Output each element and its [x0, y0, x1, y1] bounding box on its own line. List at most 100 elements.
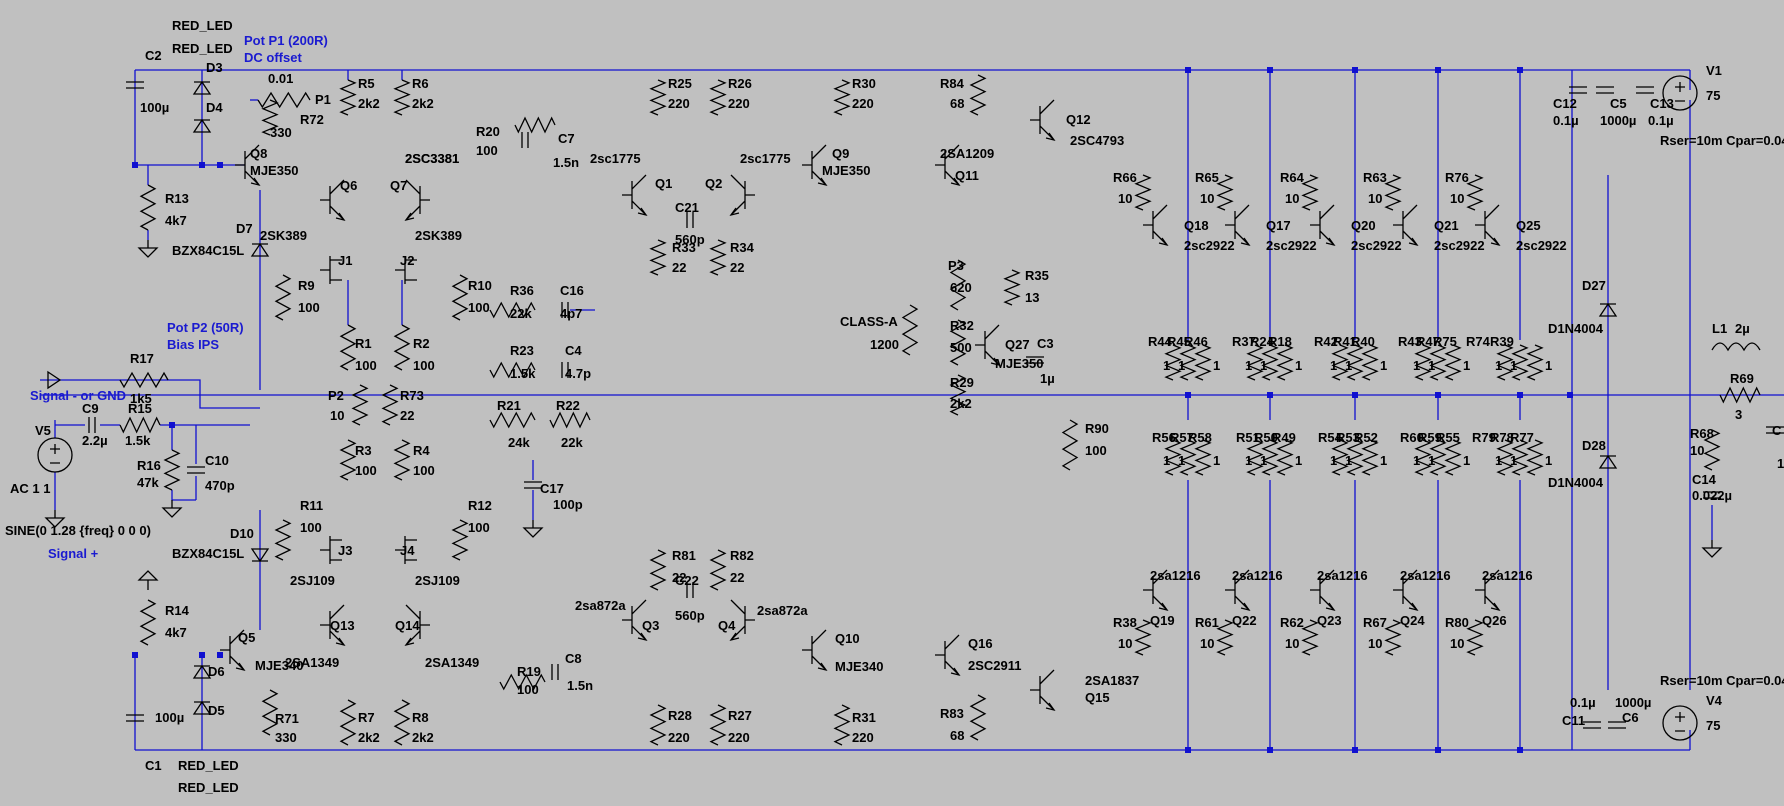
resistor-r3 — [339, 439, 357, 481]
transistor-q12-arrow — [1045, 132, 1056, 142]
label-r36: R36 — [510, 283, 534, 298]
label-r50: R50 — [1254, 430, 1278, 445]
resistor-r11 — [274, 519, 292, 561]
value-r72: 330 — [270, 125, 292, 140]
capacitor-c2 — [126, 81, 144, 89]
voltage-source-v5 — [37, 437, 73, 473]
value-r5: 2k2 — [358, 96, 380, 111]
value-r65: 10 — [1200, 191, 1214, 206]
label-r44: R44 — [1148, 334, 1173, 349]
value-emitter-bot-a: 1 — [1245, 453, 1252, 468]
value-r21: 24k — [508, 435, 530, 450]
value-emitter-top-a: 1 — [1413, 358, 1420, 373]
diode-d6 — [192, 664, 212, 679]
label-rser-bot: Rser=10m Cpar=0.04 — [1660, 673, 1784, 688]
label-c9: C9 — [82, 401, 99, 416]
label-r59: R59 — [1418, 430, 1442, 445]
value-r63: 10 — [1368, 191, 1382, 206]
transistor-q7 — [405, 179, 430, 221]
resistor-r16 — [163, 449, 181, 491]
value-r17: 1k5 — [130, 391, 152, 406]
label-r42: R42 — [1314, 334, 1338, 349]
ground-r16 — [161, 500, 183, 518]
capacitor-c7 — [521, 132, 529, 148]
value-r22: 22k — [561, 435, 583, 450]
value-r13: 4k7 — [165, 213, 187, 228]
transistor-q15-arrow — [1045, 702, 1056, 712]
transistor-q6 — [320, 179, 345, 221]
value-q6: 2SC3381 — [405, 151, 459, 166]
value-r6: 2k2 — [412, 96, 434, 111]
transistor-q13 — [320, 604, 345, 646]
value-r73: 22 — [400, 408, 414, 423]
value-q27: MJE350 — [995, 356, 1043, 371]
label-q11: Q11 — [955, 168, 979, 183]
label-r23: R23 — [510, 343, 534, 358]
junction-dot — [1435, 747, 1441, 753]
label-r90: R90 — [1085, 421, 1109, 436]
value-r4: 100 — [413, 463, 435, 478]
transistor-q7-arrow — [404, 212, 415, 222]
transistor-q20-arrow — [1325, 237, 1336, 247]
value-emitter-top-b: 1 — [1428, 358, 1435, 373]
resistor-emitter-bot-b — [1429, 439, 1447, 476]
zener-d7 — [250, 242, 270, 257]
label-l1: L1 — [1712, 321, 1727, 336]
resistor-r66 — [1134, 174, 1152, 211]
value-q13: 2SA1349 — [285, 655, 339, 670]
resistor-emitter-top-b — [1261, 344, 1279, 381]
label-q10: Q10 — [835, 631, 860, 646]
junction-dot — [1185, 67, 1191, 73]
label-q27: Q27 — [1005, 337, 1030, 352]
value-j2: 2SK389 — [415, 228, 462, 243]
label-c13: C13 — [1650, 96, 1674, 111]
value-r33: 22 — [672, 260, 686, 275]
value-q17: 2sc2922 — [1266, 238, 1317, 253]
value-q10: MJE340 — [835, 659, 883, 674]
transistor-q12 — [1030, 99, 1055, 141]
value-c8: 1.5n — [567, 678, 593, 693]
capacitor-c3 — [1026, 356, 1044, 364]
label-signal-plus: Signal + — [48, 546, 99, 561]
label-r37: R37 — [1232, 334, 1256, 349]
value-c13: 0.1µ — [1648, 113, 1674, 128]
capacitor-c22 — [686, 582, 694, 598]
value-q16: 2SC2911 — [968, 658, 1022, 673]
resistor-r82 — [709, 549, 727, 591]
value-emitter-bot-a: 1 — [1495, 453, 1502, 468]
capacitor-c16 — [561, 302, 569, 318]
value-emitter-bot-c: 1 — [1545, 453, 1552, 468]
transistor-q26-arrow — [1490, 602, 1501, 612]
label-p2: P2 — [328, 388, 344, 403]
label-r38: R38 — [1113, 615, 1137, 630]
diode-d5 — [192, 700, 212, 715]
label-q24: Q24 — [1400, 613, 1425, 628]
value-q12: 2SC4793 — [1070, 133, 1124, 148]
zener-d10 — [250, 548, 270, 563]
value-p3: 620 — [950, 280, 972, 295]
value-c17: 100p — [553, 497, 583, 512]
resistor-r62 — [1301, 619, 1319, 656]
value-r2: 100 — [413, 358, 435, 373]
transistor-q18-arrow — [1158, 237, 1169, 247]
value-q5: MJE340 — [255, 658, 303, 673]
value-r34: 22 — [730, 260, 744, 275]
resistor-emitter-top-a — [1331, 344, 1349, 381]
value-q20: 2sc2922 — [1351, 238, 1402, 253]
resistor-r20 — [514, 116, 556, 134]
resistor-r83 — [969, 694, 987, 741]
label-r62: R62 — [1280, 615, 1304, 630]
transistor-q24 — [1393, 569, 1418, 611]
value-r69: 3 — [1735, 407, 1742, 422]
resistor-emitter-bot-c — [1444, 439, 1462, 476]
transistor-q20 — [1310, 204, 1335, 246]
value-r76: 10 — [1450, 191, 1464, 206]
value-r9: 100 — [298, 300, 320, 315]
label-r13: R13 — [165, 191, 189, 206]
diode-d27 — [1598, 302, 1618, 317]
resistor-r23 — [489, 361, 536, 379]
transistor-q8-arrow — [250, 177, 261, 187]
transistor-q15 — [1030, 669, 1055, 711]
value-q7: 2SC3381 — [405, 151, 459, 166]
junction-dot — [1435, 67, 1441, 73]
